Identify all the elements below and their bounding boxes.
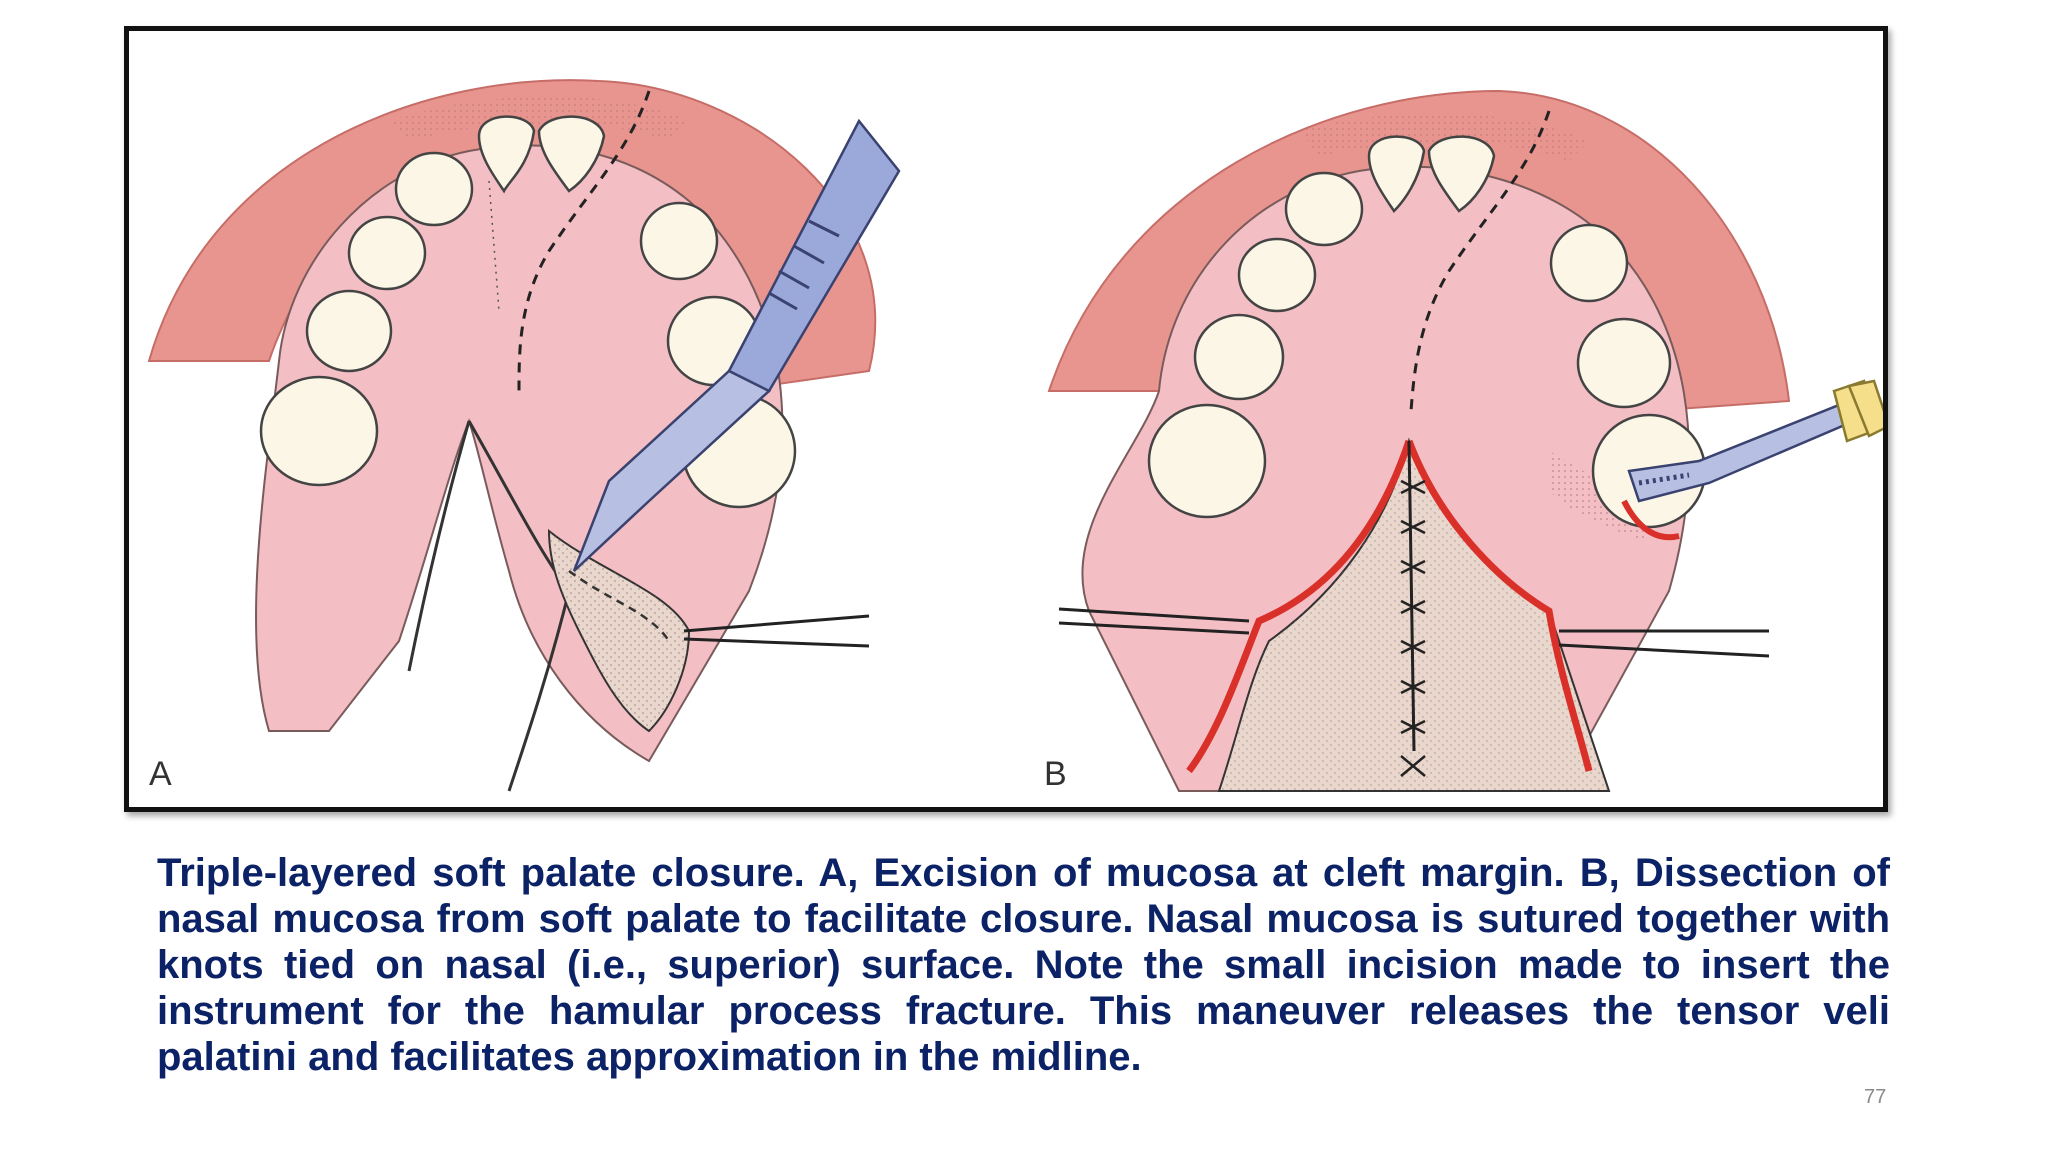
surgical-illustration — [147, 79, 1883, 792]
panel-b-suture-threads — [1058, 607, 1770, 658]
panel-b-suture-knots — [1400, 479, 1426, 777]
panel-a-scalpel-icon — [572, 118, 901, 572]
panel-a-label: A — [149, 755, 172, 793]
panel-a-incision-line — [517, 90, 651, 392]
panel-b-incision-left — [1186, 439, 1413, 774]
slide-number: 77 — [1864, 1086, 1887, 1108]
panel-b-teeth — [1147, 135, 1707, 529]
panel-a-teeth — [259, 115, 797, 509]
panel-a-suture-threads — [683, 614, 870, 648]
panel-b-incision-dashed — [1409, 110, 1551, 412]
figure-caption: Triple-layered soft palate closure. A, E… — [157, 851, 1890, 1079]
panel-b-instrument-icon — [1621, 379, 1883, 541]
panel-b-incision-right — [1405, 439, 1593, 772]
panel-a-gum-stipple — [389, 96, 689, 141]
panel-b-label: B — [1044, 755, 1067, 793]
panel-b-illustration — [1047, 89, 1883, 792]
figure-frame: A B — [124, 26, 1888, 812]
panel-b-suture-line — [1407, 440, 1416, 752]
panel-a-illustration — [147, 79, 901, 792]
